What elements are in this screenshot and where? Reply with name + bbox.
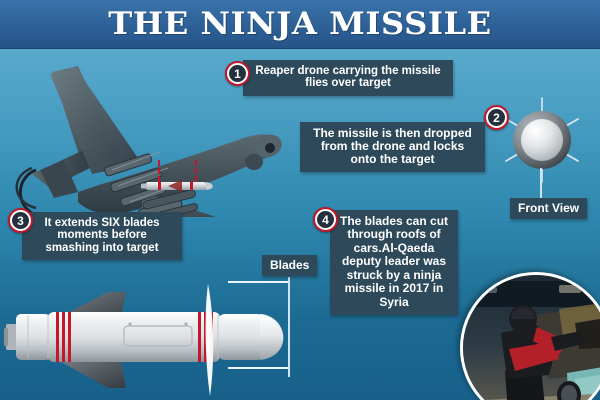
- blades-bracket: [228, 281, 290, 369]
- damaged-vehicle-photo: [460, 272, 600, 400]
- callout-badge-4: 4: [313, 207, 338, 232]
- callout-badge-3-number: 3: [12, 212, 29, 229]
- blades-pointer-line: [288, 277, 290, 377]
- callout-badge-1-number: 1: [229, 65, 246, 82]
- callout-reaper-drone: Reaper drone carrying the missile flies …: [243, 60, 453, 96]
- dropping-missile-icon: [141, 180, 213, 192]
- callout-badge-2-number: 2: [488, 109, 505, 126]
- ninja-missile-icon: [4, 284, 284, 396]
- callout-badge-3: 3: [8, 208, 33, 233]
- front-view-pointer-line: [540, 168, 542, 200]
- callout-six-blades: It extends SIX blades moments before sma…: [22, 212, 182, 261]
- callout-blades-cut-roofs: The blades can cut through roofs of cars…: [330, 210, 458, 316]
- trajectory-dash-right: [195, 160, 197, 182]
- page-title: THE NINJA MISSILE: [108, 6, 492, 42]
- trajectory-dash-left: [158, 160, 160, 182]
- header-bar: THE NINJA MISSILE: [0, 0, 600, 48]
- callout-badge-4-number: 4: [317, 211, 334, 228]
- missile-nose-front-view-icon: [505, 97, 579, 183]
- label-front-view: Front View: [510, 198, 588, 219]
- callout-badge-2: 2: [484, 105, 509, 130]
- callout-badge-1: 1: [225, 61, 250, 86]
- callout-missile-dropped: The missile is then dropped from the dro…: [300, 122, 485, 172]
- label-blades: Blades: [262, 255, 318, 276]
